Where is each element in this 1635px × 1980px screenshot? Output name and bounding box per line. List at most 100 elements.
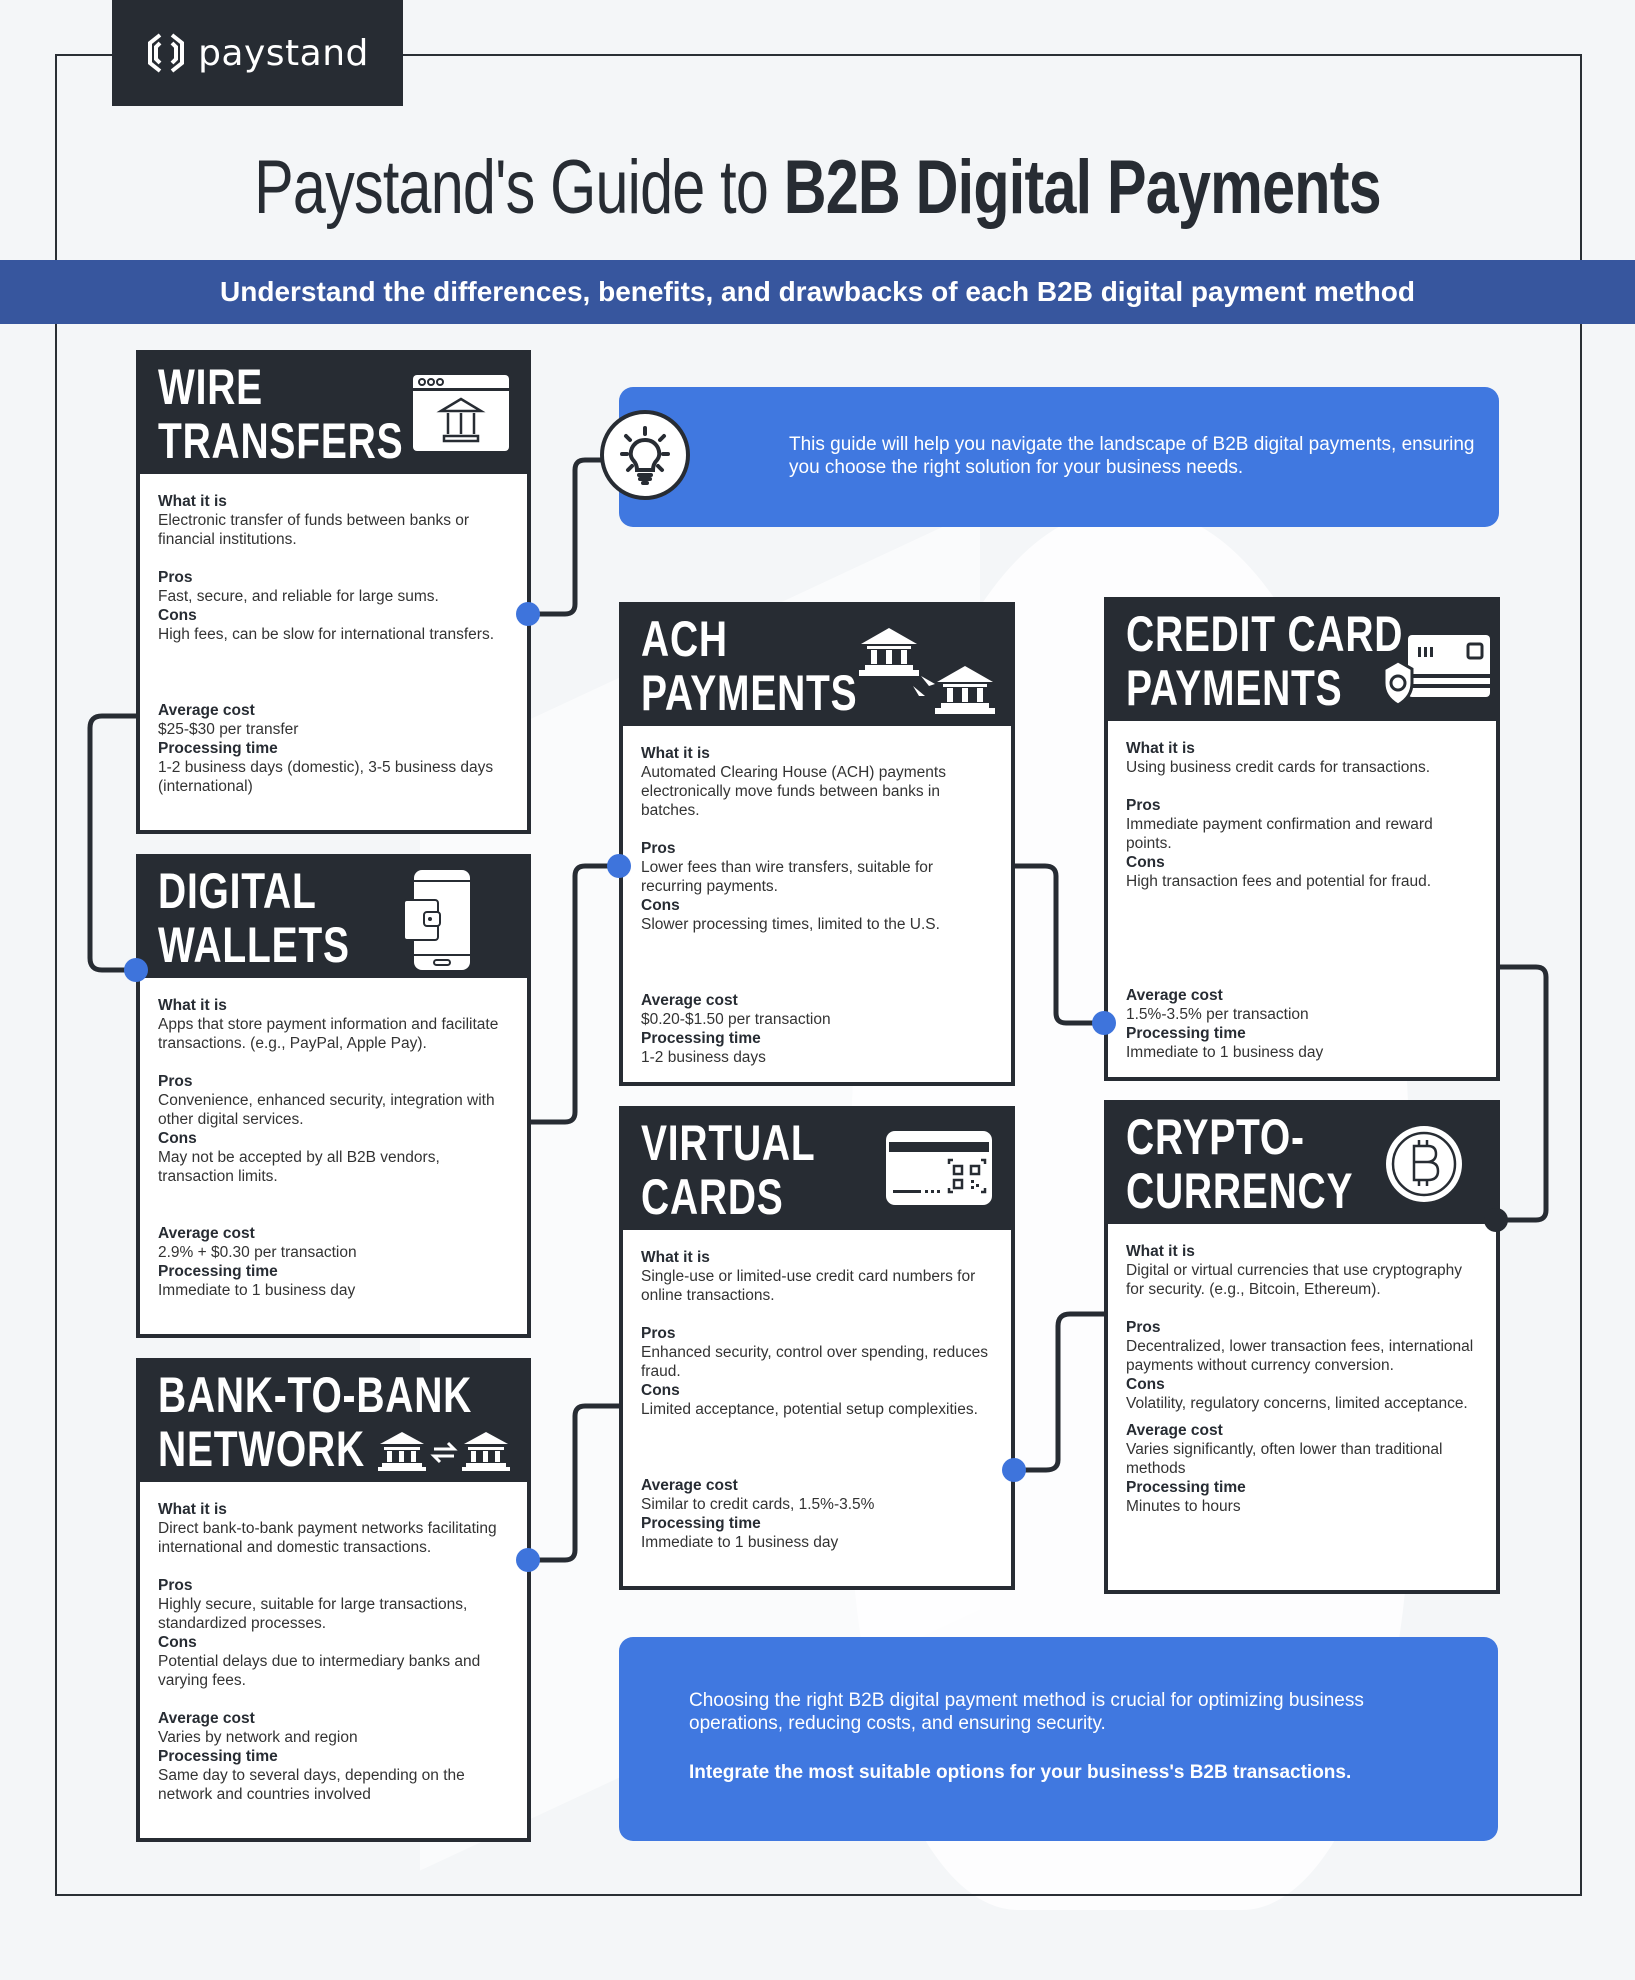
what-label: What it is [1126,740,1195,757]
time-value: 1-2 business days (domestic), 3-5 busine… [158,759,494,795]
card-body: What it is Electronic transfer of funds … [140,474,527,796]
title-bold: B2B Digital Payments [783,145,1382,230]
page-title: Paystand's Guide to B2B Digital Payments [180,138,1455,238]
pros-value: Fast, secure, and reliable for large sum… [158,588,439,605]
pros-label: Pros [158,569,193,586]
cons-value: Volatility, regulatory concerns, limited… [1126,1395,1468,1412]
card-header: CRYPTO- CURRENCY [1108,1104,1496,1224]
card-body: What it is Automated Clearing House (ACH… [623,726,1011,1067]
browser-bank-icon [413,375,509,451]
what-value: Using business credit cards for transact… [1126,759,1431,776]
what-value: Direct bank-to-bank payment networks fac… [158,1520,497,1556]
card-credit-card-payments: CREDIT CARD PAYMENTS What it is Using bu… [1104,597,1500,1081]
page-frame [55,54,1582,1896]
time-label: Processing time [158,740,278,757]
cost-label: Average cost [641,992,738,1009]
card-header: BANK-TO-BANK NETWORK [140,1362,527,1482]
card-title: BANK-TO-BANK NETWORK [158,1367,473,1477]
cost-label: Average cost [158,702,255,719]
pros-label: Pros [158,1577,193,1594]
card-header: CREDIT CARD PAYMENTS [1108,601,1496,721]
cost-value: Varies significantly, often lower than t… [1126,1441,1443,1477]
card-wire-transfers: WIRE TRANSFERS What it is Electronic tra… [136,350,531,834]
what-label: What it is [158,997,227,1014]
pros-value: Lower fees than wire transfers, suitable… [641,859,934,895]
card-virtual-cards: VIRTUAL CARDS What it is Single-use or l… [619,1106,1015,1590]
what-value: Digital or virtual currencies that use c… [1126,1262,1462,1298]
card-title: VIRTUAL CARDS [641,1115,816,1225]
card-bank-to-bank-network: BANK-TO-BANK NETWORK What it is Direct b… [136,1358,531,1842]
cost-value: $0.20-$1.50 per transaction [641,1011,831,1028]
time-value: Same day to several days, depending on t… [158,1767,465,1803]
time-label: Processing time [641,1030,761,1047]
cost-value: Similar to credit cards, 1.5%-3.5% [641,1496,875,1513]
card-header: WIRE TRANSFERS [140,354,527,474]
card-cryptocurrency: CRYPTO- CURRENCY What it is Digital or v… [1104,1100,1500,1594]
closing-callout: Choosing the right B2B digital payment m… [619,1637,1498,1841]
cons-label: Cons [1126,854,1165,871]
cons-label: Cons [158,1130,197,1147]
brand-name: paystand [198,32,369,74]
connector-dot [607,854,631,878]
pros-label: Pros [641,840,676,857]
pros-label: Pros [641,1325,676,1342]
time-label: Processing time [158,1263,278,1280]
card-title: DIGITAL WALLETS [158,863,350,973]
what-label: What it is [158,1501,227,1518]
time-value: Immediate to 1 business day [158,1282,356,1299]
cons-label: Cons [641,1382,680,1399]
card-body: What it is Apps that store payment infor… [140,978,527,1300]
card-digital-wallets: DIGITAL WALLETS What it is Apps that sto… [136,854,531,1338]
card-header: DIGITAL WALLETS [140,858,527,978]
connector-dot [1484,1208,1508,1232]
time-value: 1-2 business days [641,1049,766,1066]
time-value: Minutes to hours [1126,1498,1241,1515]
what-value: Single-use or limited-use credit card nu… [641,1268,976,1304]
paystand-hex-logo-icon [148,33,185,73]
cost-label: Average cost [158,1225,255,1242]
connector-dot [516,1548,540,1572]
pros-value: Decentralized, lower transaction fees, i… [1126,1338,1474,1374]
cons-value: High fees, can be slow for international… [158,626,495,643]
pros-value: Convenience, enhanced security, integrat… [158,1092,495,1128]
card-title: ACH PAYMENTS [641,611,858,721]
card-ach-payments: ACH PAYMENTS What it is Automated Cleari… [619,602,1015,1086]
cost-value: Varies by network and region [158,1729,358,1746]
time-label: Processing time [1126,1025,1246,1042]
credit-card-shield-icon [1382,635,1490,707]
card-title: CRYPTO- CURRENCY [1126,1109,1354,1219]
card-header: VIRTUAL CARDS [623,1110,1011,1230]
card-title: CREDIT CARD PAYMENTS [1126,606,1404,716]
time-value: Immediate to 1 business day [641,1534,839,1551]
subtitle-text: Understand the differences, benefits, an… [220,276,1415,307]
closing-cta: Integrate the most suitable options for … [689,1762,1352,1783]
what-value: Electronic transfer of funds between ban… [158,512,470,548]
connector-dot [1092,1011,1116,1035]
intro-text: This guide will help you navigate the la… [789,434,1475,478]
what-value: Apps that store payment information and … [158,1016,499,1052]
card-body: What it is Single-use or limited-use cre… [623,1230,1011,1552]
what-label: What it is [1126,1243,1195,1260]
time-label: Processing time [641,1515,761,1532]
phone-wallet-icon [403,870,470,970]
bitcoin-coin-icon [1386,1126,1462,1202]
cost-label: Average cost [1126,1422,1223,1439]
connector-dot [124,958,148,982]
intro-callout: This guide will help you navigate the la… [619,387,1499,527]
card-body: What it is Digital or virtual currencies… [1108,1224,1496,1516]
cons-label: Cons [1126,1376,1165,1393]
brand-logo[interactable]: paystand [112,0,403,106]
what-label: What it is [641,745,710,762]
pros-label: Pros [158,1073,193,1090]
cons-value: Limited acceptance, potential setup comp… [641,1401,978,1418]
time-value: Immediate to 1 business day [1126,1044,1324,1061]
cost-value: 2.9% + $0.30 per transaction [158,1244,357,1261]
time-label: Processing time [1126,1479,1246,1496]
time-label: Processing time [158,1748,278,1765]
closing-text: Choosing the right B2B digital payment m… [689,1690,1364,1734]
what-value: Automated Clearing House (ACH) payments … [641,764,946,819]
card-title: WIRE TRANSFERS [158,359,404,469]
cons-label: Cons [158,1634,197,1651]
cons-label: Cons [641,897,680,914]
cost-label: Average cost [1126,987,1223,1004]
